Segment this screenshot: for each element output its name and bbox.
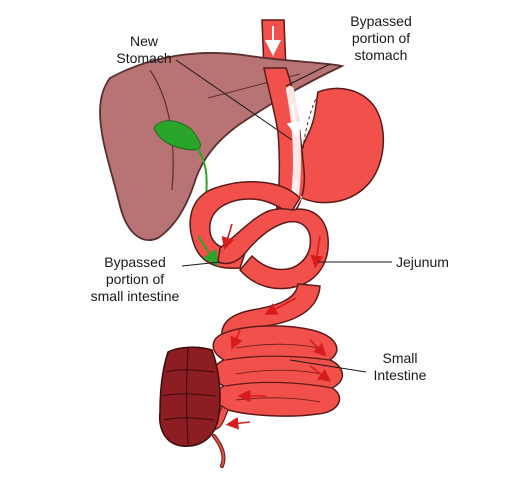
- label-small-intestine: Small Intestine: [362, 350, 438, 384]
- label-line: small intestine: [76, 288, 194, 305]
- label-jejunum: Jejunum: [396, 254, 466, 271]
- label-line: Stomach: [106, 50, 182, 67]
- label-bypassed-stomach: Bypassed portion of stomach: [326, 13, 436, 64]
- small-intestine-coils: [213, 326, 342, 416]
- bypassed-stomach: [295, 88, 383, 202]
- label-line: Bypassed: [326, 13, 436, 30]
- colon: [160, 347, 224, 466]
- label-line: Jejunum: [396, 254, 466, 271]
- label-line: Intestine: [362, 367, 438, 384]
- label-line: Small: [362, 350, 438, 367]
- label-line: stomach: [326, 47, 436, 64]
- label-line: New: [106, 33, 182, 50]
- label-line: portion of: [76, 271, 194, 288]
- label-line: Bypassed: [76, 254, 194, 271]
- label-new-stomach: New Stomach: [106, 33, 182, 67]
- label-line: portion of: [326, 30, 436, 47]
- bypassed-small-intestine: [190, 182, 300, 268]
- label-bypassed-small-intestine: Bypassed portion of small intestine: [76, 254, 194, 305]
- jejunum: [218, 209, 328, 289]
